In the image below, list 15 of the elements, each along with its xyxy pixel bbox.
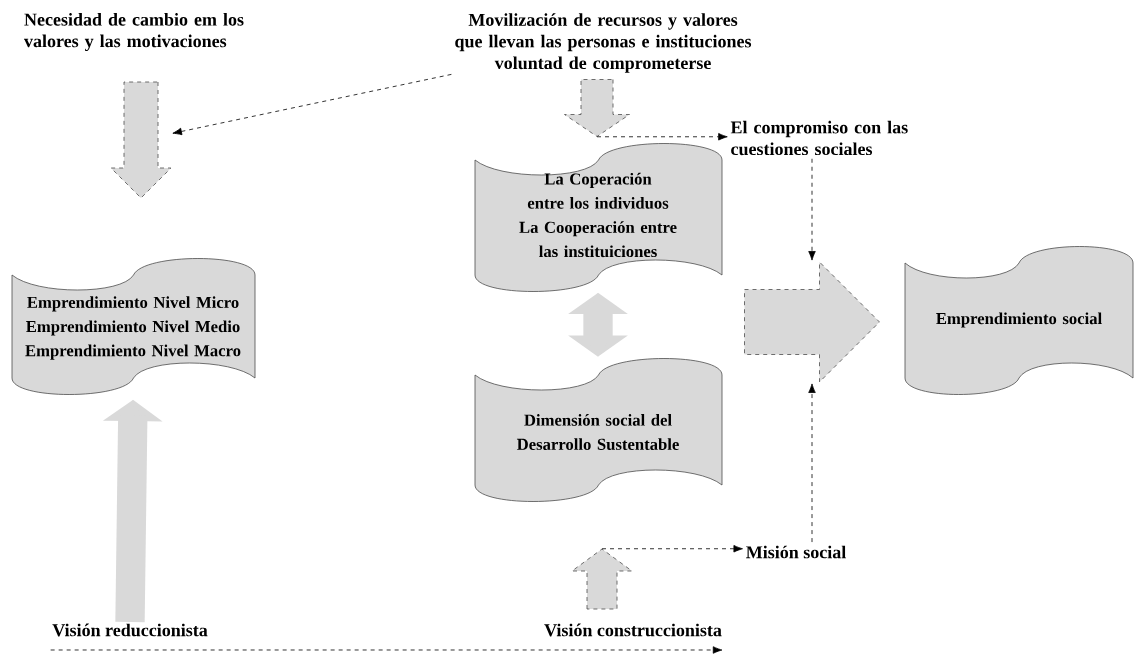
arrow [50,646,723,654]
label-text: Visión construccionista [544,623,722,637]
arrow [601,545,743,553]
block-arrow [564,79,630,137]
label-text: Visión reduccionista [52,623,208,637]
arrow [808,383,816,543]
block-arrow [571,548,633,610]
arrow [172,73,452,136]
heading-text: Necesidad de cambio em los valores y las motivaciones [24,13,244,51]
note-text: El compromiso con las cuestiones sociales [730,120,908,156]
block-arrow [744,261,880,383]
heading-text: Movilización de recursos y valores que llevan las personas e instituciones voluntad de comprometerse [455,13,752,73]
block-arrow [110,81,172,199]
arrow [808,158,816,261]
label-text: Misión social [746,545,846,559]
